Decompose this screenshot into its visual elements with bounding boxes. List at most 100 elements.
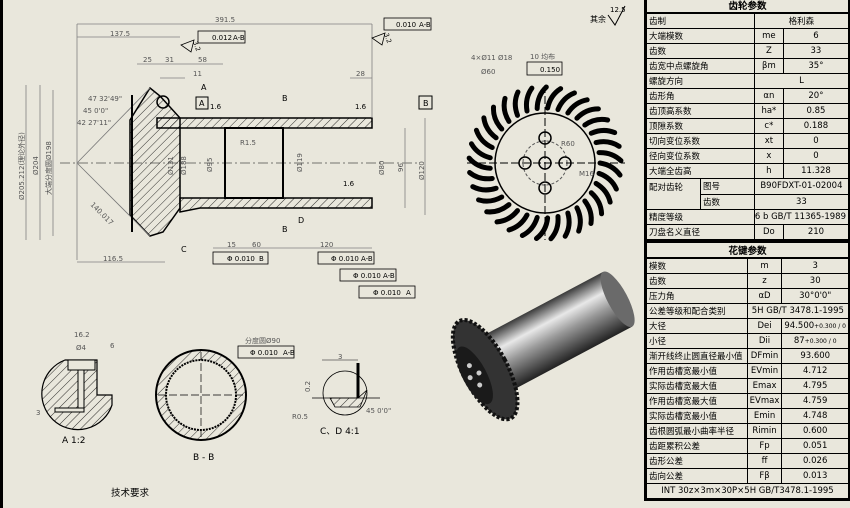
pcd-note: Ø60 <box>481 68 495 76</box>
param-symbol: ha* <box>753 103 784 119</box>
roughness-symbol-3-2-a <box>180 39 195 53</box>
dim-cd-3: 3 <box>338 353 342 361</box>
dim-3: 3 <box>36 409 40 417</box>
param-label: 螺旋方向 <box>645 73 755 89</box>
dim-dia-131: Ø131 <box>167 156 175 175</box>
gear-tooth <box>588 127 618 136</box>
roughness-2: 1.6 <box>355 103 367 111</box>
param-value-text: 0.013 <box>803 471 828 481</box>
dim-6: 6 <box>110 342 115 350</box>
dim-dia-204: Ø204 <box>32 156 40 175</box>
dim-0-2: 0.2 <box>304 381 312 392</box>
param-value: 4.748 <box>781 408 850 424</box>
gear-tooth <box>470 184 499 193</box>
shaft-wall-top <box>156 117 373 129</box>
param-value: 0 <box>782 148 850 164</box>
param-value: 0.051 <box>781 438 850 454</box>
gear-tooth <box>494 208 520 225</box>
dim-60: 60 <box>252 241 261 249</box>
param-value-text: 0.600 <box>803 426 828 436</box>
gear-tooth <box>545 86 564 111</box>
param-value-text: 20° <box>808 91 824 101</box>
gear-tooth <box>466 155 493 171</box>
param-value-text: 11.328 <box>801 166 831 176</box>
runout-1-datum: A-B <box>233 34 245 42</box>
dimension-texts: 391.5 137.5 25 31 58 11 28 15 60 120 116… <box>17 16 426 263</box>
detail-cd-view <box>312 359 380 416</box>
param-label: 大径 <box>645 318 748 334</box>
gear-tooth <box>593 180 613 205</box>
m16-note: M16 <box>579 170 594 178</box>
section-bb-view <box>155 345 295 441</box>
r60-note: R60 <box>561 140 575 148</box>
param-label: 大端模数 <box>645 28 755 44</box>
param-symbol: me <box>753 28 784 44</box>
roughness-1: 1.6 <box>210 103 222 111</box>
param-label: 齿根圆弧最小曲率半径 <box>645 423 748 439</box>
gear-tooth <box>468 141 493 161</box>
label-B-top: B <box>282 94 288 103</box>
drawing-no-label: 图号 <box>700 179 754 195</box>
gear-tooth <box>481 115 499 141</box>
datum-A: A <box>199 99 205 108</box>
dim-16-2: 16.2 <box>74 331 90 339</box>
dim-120: 120 <box>320 241 333 249</box>
param-value-text: 35° <box>808 61 824 71</box>
param-value-text: 87 <box>793 336 805 346</box>
param-value: L <box>753 73 850 89</box>
param-value-text: 0.188 <box>803 121 829 131</box>
param-value-text: 4.748 <box>803 411 828 421</box>
bolt-hole <box>538 181 552 195</box>
gear-tooth <box>476 194 505 204</box>
param-value-text: 33 <box>810 46 822 56</box>
gear-tooth <box>596 150 624 164</box>
roughness-3-2-a: 3.2 <box>191 40 202 52</box>
dim-dia-80: Ø80 <box>378 161 386 175</box>
dim-angle-45: 45 0'0" <box>366 407 391 415</box>
param-symbol: βm <box>753 58 784 74</box>
bb-conc-datum: A-B <box>283 349 295 357</box>
label-D: D <box>298 216 304 225</box>
param-value: 5H GB/T 3478.1-1995 <box>746 303 850 319</box>
param-symbol: Fp <box>746 438 783 454</box>
spline-table-title: 花键参数 <box>645 241 850 259</box>
param-symbol: Emax <box>746 378 783 394</box>
param-value: 87+0.300 / 0 <box>781 333 850 349</box>
param-label: 齿顶高系数 <box>645 103 755 119</box>
dim-28: 28 <box>356 70 365 78</box>
param-label: 切向变位系数 <box>645 133 755 149</box>
detail-cd-title: C、D 4:1 <box>320 427 360 437</box>
param-label: 实际齿槽宽最小值 <box>645 408 748 424</box>
section-bb-texts: 分度圆Ø90 Φ 0.010 A-B B - B <box>193 336 295 463</box>
runout-2-value: 0.010 <box>396 21 416 29</box>
datum-B: B <box>423 99 429 108</box>
param-value: 格利森 <box>753 12 850 29</box>
param-value: 4.712 <box>781 363 850 379</box>
bolt-hole <box>538 131 552 145</box>
dim-137-5: 137.5 <box>110 30 130 38</box>
dim-dia-205: Ø205.212(理论外径) <box>17 132 26 200</box>
gear-tooth <box>596 170 619 192</box>
param-value-text: 4.795 <box>803 381 828 391</box>
param-label: 模数 <box>645 257 748 274</box>
gear-tooth <box>523 85 535 114</box>
param-label: 大端全齿高 <box>645 163 755 179</box>
mating-label: 配对齿轮 <box>647 179 701 194</box>
param-symbol: c* <box>753 118 784 134</box>
conc-4-datum: A <box>406 289 411 297</box>
detail-a-texts: 16.2 Ø4 6 3 A 1:2 <box>36 331 115 446</box>
param-value: 20° <box>782 88 850 104</box>
sheet-border <box>0 0 3 508</box>
param-label: 径向变位系数 <box>645 148 755 164</box>
